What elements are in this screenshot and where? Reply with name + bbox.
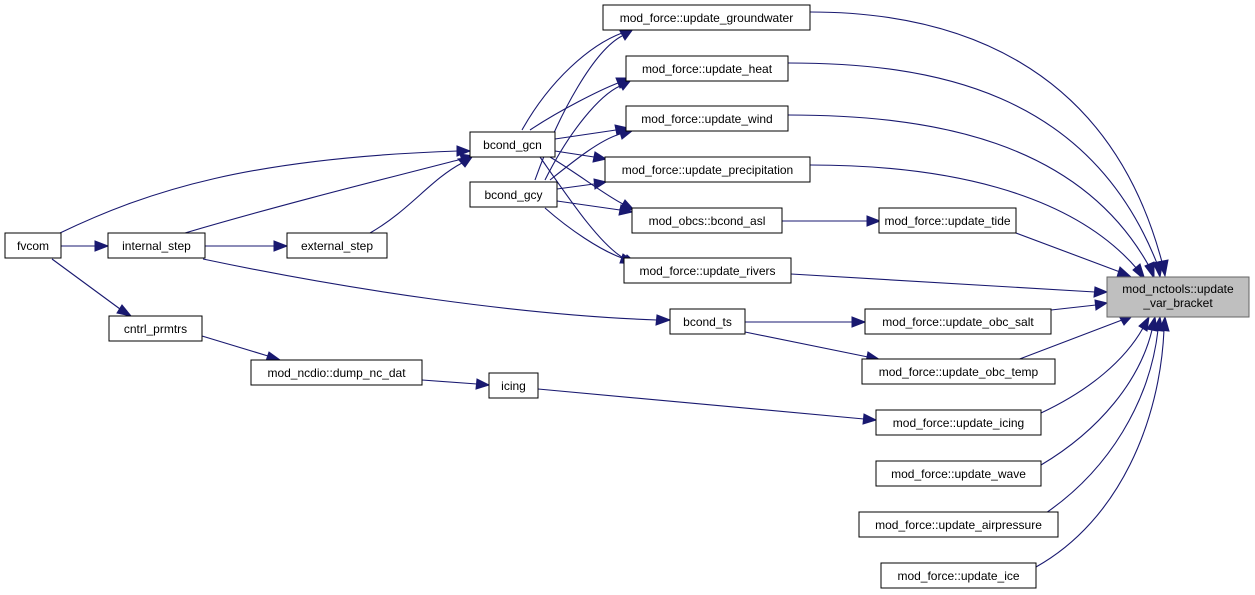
- node-update-groundwater[interactable]: mod_force::update_groundwater: [602, 4, 811, 31]
- node-update-precipitation[interactable]: mod_force::update_precipitation: [604, 156, 811, 183]
- edge-ts-to-obc-salt: [745, 316, 867, 328]
- node-label: mod_force::update_rivers: [639, 264, 775, 278]
- edge-tide-to-target: [1015, 232, 1133, 278]
- edge-wind-to-target: [787, 114, 1155, 280]
- node-label: mod_force::update_wave: [891, 467, 1026, 481]
- edge-groundwater-to-target: [809, 11, 1169, 278]
- node-label: bcond_gcn: [483, 138, 542, 152]
- edge-obc-salt-to-target: [1050, 299, 1109, 311]
- edge-gcn-to-wind: [554, 124, 630, 140]
- node-update-ice[interactable]: mod_force::update_ice: [880, 562, 1037, 589]
- node-icing[interactable]: icing: [488, 372, 539, 399]
- edge-internal-to-bcond-ts: [202, 258, 672, 326]
- node-label-line1: mod_nctools::update: [1122, 282, 1234, 296]
- node-label: fvcom: [17, 239, 49, 253]
- node-bcond-gcy[interactable]: bcond_gcy: [469, 181, 558, 208]
- node-label: mod_obcs::bcond_asl: [649, 214, 766, 228]
- node-label: mod_force::update_groundwater: [620, 11, 793, 25]
- node-bcond-ts[interactable]: bcond_ts: [669, 308, 746, 335]
- edge-ice-to-target: [1035, 315, 1170, 568]
- edge-rivers-to-target: [790, 273, 1109, 298]
- edge-gcn-to-heat: [529, 77, 632, 131]
- edge-heat-to-target: [787, 62, 1164, 279]
- edge-gcy-to-heat: [544, 79, 633, 181]
- node-bcond-asl[interactable]: mod_obcs::bcond_asl: [631, 207, 783, 234]
- node-update-obc-salt[interactable]: mod_force::update_obc_salt: [864, 308, 1052, 335]
- node-internal-step[interactable]: internal_step: [107, 232, 206, 259]
- node-label: internal_step: [122, 239, 191, 253]
- node-update-var-bracket[interactable]: mod_nctools::update _var_bracket: [1106, 276, 1250, 318]
- node-label: mod_force::update_icing: [893, 416, 1024, 430]
- node-label: mod_force::update_wind: [641, 112, 772, 126]
- edge-internal-to-external: [205, 240, 289, 252]
- node-label: mod_force::update_obc_salt: [882, 315, 1034, 329]
- edge-precip-to-target: [809, 164, 1146, 282]
- node-update-airpressure[interactable]: mod_force::update_airpressure: [858, 511, 1059, 538]
- node-external-step[interactable]: external_step: [286, 232, 388, 259]
- node-update-icing[interactable]: mod_force::update_icing: [875, 409, 1042, 436]
- edge-internal-to-gcn: [184, 153, 475, 234]
- node-dump-nc-dat[interactable]: mod_ncdio::dump_nc_dat: [250, 359, 423, 386]
- node-label: mod_ncdio::dump_nc_dat: [267, 366, 406, 380]
- node-label: external_step: [301, 239, 373, 253]
- node-label-line2: _var_bracket: [1142, 296, 1213, 310]
- node-label: icing: [501, 379, 526, 393]
- edge-dump-to-icing: [421, 378, 491, 390]
- edge-asl-to-tide: [782, 215, 882, 227]
- node-update-heat[interactable]: mod_force::update_heat: [625, 55, 789, 82]
- node-update-obc-temp[interactable]: mod_force::update_obc_temp: [861, 358, 1056, 385]
- node-fvcom[interactable]: fvcom: [4, 232, 62, 259]
- node-label: bcond_ts: [683, 315, 732, 329]
- edge-fvcom-to-cntrl: [51, 258, 133, 317]
- node-update-rivers[interactable]: mod_force::update_rivers: [623, 257, 792, 284]
- edge-icing-to-target: [1040, 315, 1150, 414]
- edge-cntrl-to-dump: [201, 335, 282, 362]
- node-update-tide[interactable]: mod_force::update_tide: [878, 207, 1017, 234]
- node-label: cntrl_prmtrs: [124, 322, 187, 336]
- edge-gcy-to-precip: [556, 178, 608, 190]
- edge-ts-to-obc-temp: [744, 331, 882, 363]
- node-label: mod_force::update_tide: [884, 214, 1010, 228]
- node-update-wind[interactable]: mod_force::update_wind: [625, 105, 789, 132]
- edge-external-to-gcn: [369, 156, 474, 234]
- node-update-wave[interactable]: mod_force::update_wave: [875, 460, 1042, 487]
- node-label: bcond_gcy: [484, 188, 542, 202]
- edge-gcn-to-precip: [554, 150, 608, 163]
- node-label: mod_force::update_airpressure: [875, 518, 1042, 532]
- node-label: mod_force::update_obc_temp: [879, 365, 1039, 379]
- edge-gcy-to-rivers: [544, 207, 636, 264]
- edge-gcy-to-asl: [556, 200, 634, 216]
- node-label: mod_force::update_ice: [897, 569, 1019, 583]
- node-label: mod_force::update_heat: [642, 62, 773, 76]
- node-label: mod_force::update_precipitation: [622, 163, 793, 177]
- edge-fvcom-to-gcn: [59, 145, 472, 234]
- node-cntrl-prmtrs[interactable]: cntrl_prmtrs: [108, 315, 203, 342]
- edge-icing-to-update-icing: [537, 388, 878, 425]
- node-bcond-gcn[interactable]: bcond_gcn: [469, 131, 556, 158]
- edge-fvcom-to-internal: [61, 240, 110, 252]
